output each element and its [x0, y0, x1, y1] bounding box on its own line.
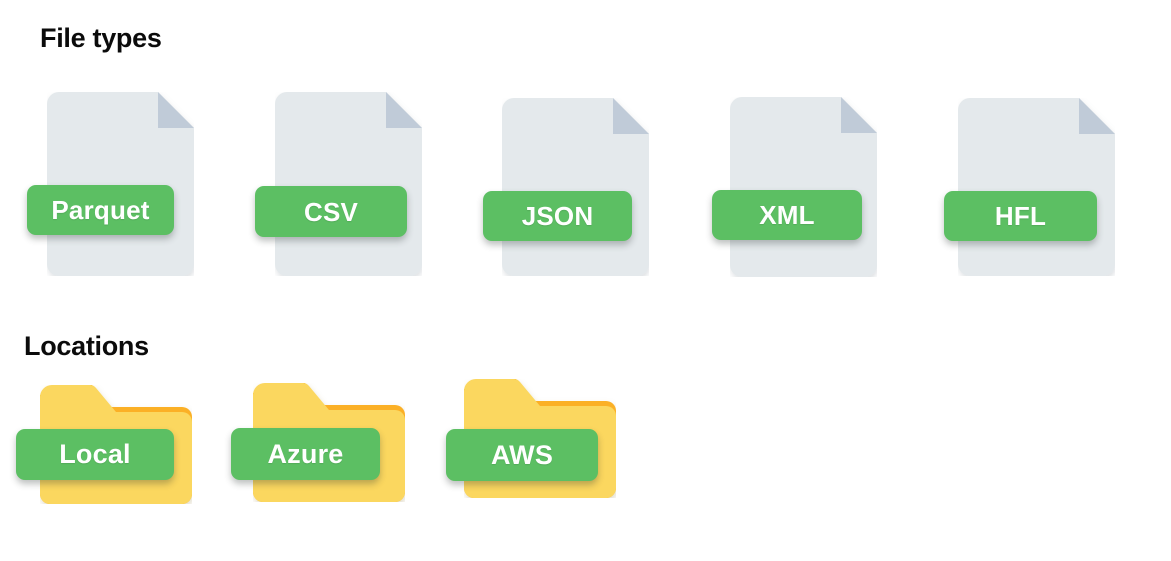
- file-type-label-parquet: Parquet: [51, 195, 150, 225]
- file-type-badge-xml[interactable]: XML: [712, 190, 862, 240]
- file-type-badge-csv[interactable]: CSV: [255, 186, 407, 237]
- file-document-icon: [730, 97, 877, 277]
- file-document-icon: [47, 92, 194, 276]
- location-badge-azure[interactable]: Azure: [231, 428, 380, 480]
- location-label-azure: Azure: [267, 438, 344, 469]
- file-type-badge-parquet[interactable]: Parquet: [27, 185, 174, 235]
- location-label-local: Local: [59, 439, 131, 469]
- location-badge-local[interactable]: Local: [16, 429, 174, 480]
- file-type-hfl[interactable]: [958, 98, 1115, 276]
- file-type-badge-json[interactable]: JSON: [483, 191, 632, 241]
- file-type-label-json: JSON: [521, 201, 594, 231]
- location-badge-aws[interactable]: AWS: [446, 429, 598, 481]
- file-document-icon: [958, 98, 1115, 276]
- file-type-label-hfl: HFL: [994, 201, 1047, 231]
- file-type-csv[interactable]: [275, 92, 422, 276]
- file-document-icon: [275, 92, 422, 276]
- file-type-label-csv: CSV: [303, 196, 359, 227]
- location-label-aws: AWS: [490, 439, 554, 470]
- file-type-xml[interactable]: [730, 97, 877, 277]
- file-type-label-xml: XML: [759, 200, 815, 230]
- section-heading-file-types: File types: [40, 23, 162, 53]
- file-type-badge-hfl[interactable]: HFL: [944, 191, 1097, 241]
- file-type-parquet[interactable]: [47, 92, 194, 276]
- file-type-json[interactable]: [502, 98, 649, 276]
- section-heading-locations: Locations: [24, 331, 149, 361]
- file-document-icon: [502, 98, 649, 276]
